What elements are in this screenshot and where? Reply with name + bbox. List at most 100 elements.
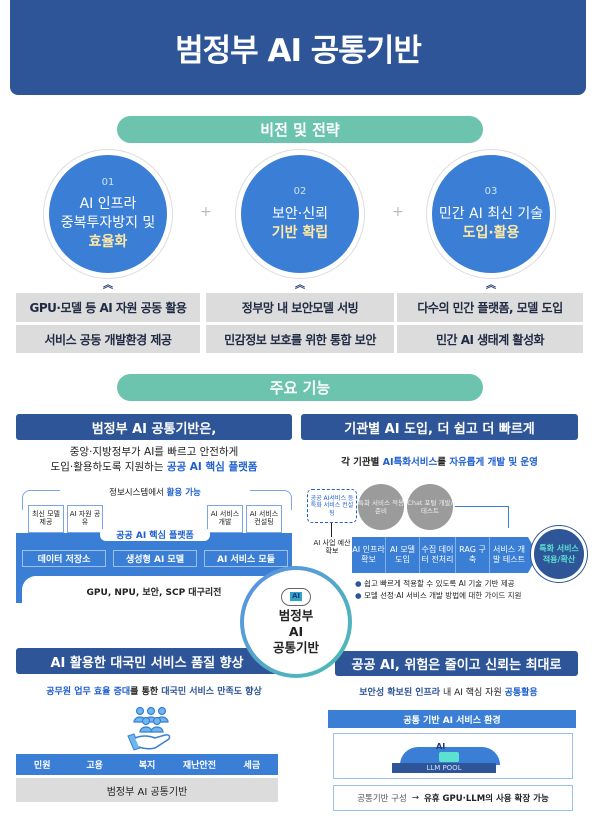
pillar-line: AI 인프라 — [79, 196, 137, 213]
category: 민원 — [33, 761, 51, 771]
hand-people-icon — [127, 706, 171, 751]
result-circle: 특화 서비스 적용/확산 — [531, 526, 587, 582]
desc-text: 를 — [437, 457, 450, 468]
platform-label: 공공 AI 핵심 플랫폼 — [100, 528, 210, 541]
desc-highlight: 대국민 서비스 만족도 향상 — [161, 687, 262, 697]
pillar-number: 01 — [101, 176, 115, 188]
desc-highlight: 보안성 확보된 인프라 — [359, 688, 441, 698]
check-icon: ● — [355, 579, 362, 588]
section-desc: 중앙·지방정부가 AI를 빠르고 안전하게 도입·활용하도록 지원하는 공공 A… — [16, 444, 292, 474]
desc-highlight: 공공 AI 핵심 플랫폼 — [166, 461, 258, 473]
step: AI 인프라 확보 — [352, 537, 386, 573]
tab-box: 최신 모델 제공 — [28, 505, 64, 533]
infra-label: GPU, NPU, 보안, SCP 대구리전 — [22, 576, 286, 606]
note-box: 공통기반 구성 → 유휴 GPU·LLM의 사용 확장 가능 — [333, 785, 573, 811]
desc-line: 중앙·지방정부가 AI를 빠르고 안전하게 — [69, 446, 239, 458]
note-text: 공통기반 구성 — [357, 794, 407, 804]
desc-line: 도입·활용하도록 지원하는 공공 AI 핵심 플랫폼 — [16, 459, 292, 474]
category: 복지 — [138, 761, 156, 771]
pillar-number: 02 — [293, 186, 307, 198]
budget-label: AI 사업 예산 확보 — [313, 539, 351, 556]
prep-circle: 특화 서비스 적용 준비 — [358, 484, 404, 530]
bullet-list: ● 쉽고 빠르게 적용할 수 있도록 AI 기술 기반 제공 ● 모델 선정·A… — [355, 578, 521, 602]
pillar-item: 다수의 민간 플랫폼, 모델 도입 — [397, 293, 583, 322]
section-title: 범정부 AI 공통기반은, — [16, 414, 292, 440]
step: AI 모델 도입 — [386, 537, 420, 573]
module-box: AI 서비스 모듈 — [204, 550, 288, 567]
vision-label: 비전 및 전략 — [117, 116, 483, 143]
chat-portal-circle: Chat 포털 개발/테스트 — [407, 484, 453, 530]
arrow-down-icon — [331, 523, 332, 537]
llm-pool-box — [333, 733, 573, 779]
pillar-line: 중복투자방지 및 — [60, 215, 156, 232]
desc-highlight: 공통활용 — [504, 688, 538, 698]
module-box: 데이터 저장소 — [22, 550, 106, 567]
category: 재난안전 — [182, 761, 216, 771]
pillar-line: 민간 AI 최신 기술 — [438, 205, 544, 222]
category: 고용 — [86, 761, 103, 771]
tab-box: AI 서비스 컨설팅 — [246, 505, 282, 533]
pillar-item: 민감정보 보호를 위한 통합 보안 — [206, 325, 394, 353]
chevron-up-icon: ︽ — [486, 280, 496, 291]
connector-arrow — [455, 506, 509, 528]
ai-chip: AI — [289, 592, 303, 602]
note-highlight: 유휴 GPU·LLM의 사용 확장 가능 — [423, 794, 549, 804]
llm-pool-label: LLM POOL — [392, 763, 496, 773]
consult-box: 공공 AI서비스 등 특화 서비스 컨설팅 — [307, 489, 357, 523]
bullet-text: 쉽고 빠르게 적용할 수 있도록 AI 기술 기반 제공 — [363, 579, 515, 588]
pillar-line: 보안·신뢰 — [272, 205, 328, 222]
pillar-item: 정부망 내 보안모델 서빙 — [206, 293, 394, 322]
plus-icon: + — [392, 204, 404, 220]
cloud-icon: AI — [281, 587, 311, 606]
pillar-item: 서비스 공동 개발환경 제공 — [16, 325, 200, 353]
plus-icon: + — [200, 204, 212, 220]
desc-text: 내 AI 핵심 자원 — [440, 688, 505, 698]
pillar-highlight: 효율화 — [88, 234, 128, 251]
desc-highlight: AI특화서비스 — [382, 457, 438, 468]
desc-text: 도입·활용하도록 지원하는 — [50, 461, 167, 473]
category: 세금 — [243, 761, 261, 771]
section-title: 공공 AI, 위험은 줄이고 신뢰는 최대로 — [335, 651, 578, 676]
desc-text: 각 기관별 — [341, 457, 383, 468]
center-badge: AI 범정부 AI 공통기반 — [240, 566, 352, 678]
usage-label: 정보시스템에서 활용 가능 — [60, 486, 250, 498]
pillar-circle-2: 02 보안·신뢰 기반 확립 — [236, 150, 364, 278]
pillar-item: GPU·모델 등 AI 자원 공동 활용 — [16, 293, 200, 322]
center-text: AI — [288, 623, 304, 639]
module-box: 생성형 AI 모델 — [113, 550, 197, 567]
step: 서비스 개발 테스트 — [490, 537, 528, 573]
pillar-number: 03 — [484, 186, 498, 198]
section-title: AI 활용한 대국민 서비스 품질 향상 — [16, 648, 278, 674]
pillar-highlight: 기반 확립 — [271, 224, 329, 241]
ai-chip: AI — [436, 742, 446, 751]
tab-box: AI 자원 공유 — [67, 505, 103, 533]
bullet-item: ● 쉽고 빠르게 적용할 수 있도록 AI 기술 기반 제공 — [355, 578, 521, 590]
usage-highlight: 활용 가능 — [166, 488, 201, 498]
desc-highlight: 공무원 업무 효율 증대 — [46, 687, 131, 697]
pillar-item: 민간 AI 생태계 활성화 — [397, 325, 583, 353]
center-text: 범정부 — [278, 607, 314, 623]
section-title: 기관별 AI 도입, 더 쉽고 더 빠르게 — [301, 414, 578, 440]
desc-text: 를 통한 — [130, 687, 162, 697]
chevron-up-icon: ︽ — [295, 280, 305, 291]
features-label: 주요 기능 — [117, 374, 483, 401]
check-icon: ● — [355, 591, 362, 600]
section-desc: 각 기관별 AI특화서비스를 자유롭게 개발 및 운영 — [301, 454, 578, 468]
category-bar: 민원 고용 복지 재난안전 세금 — [16, 754, 278, 775]
pillar-highlight: 도입·활용 — [462, 224, 520, 241]
bullet-text: 모델 선정·AI 서비스 개발 방법에 대한 가이드 지원 — [363, 591, 522, 600]
bullet-item: ● 모델 선정·AI 서비스 개발 방법에 대한 가이드 지원 — [355, 590, 521, 602]
pillar-circle-3: 03 민간 AI 최신 기술 도입·활용 — [427, 150, 555, 278]
section-desc: 공무원 업무 효율 증대를 통한 대국민 서비스 만족도 향상 — [16, 684, 292, 697]
base-bar: 범정부 AI 공통기반 — [16, 778, 278, 802]
arrow-right-icon: → — [411, 793, 419, 803]
robot-icon — [439, 752, 459, 762]
section-desc: 보안성 확보된 인프라 내 AI 핵심 자원 공통활용 — [310, 685, 587, 698]
step: 수집 데이터 전처리 — [420, 537, 456, 573]
pillar-circle-1: 01 AI 인프라 중복투자방지 및 효율화 — [44, 150, 172, 278]
env-bar: 공통 기반 AI 서비스 환경 — [328, 710, 576, 728]
desc-highlight: 자유롭게 개발 및 운영 — [449, 457, 538, 468]
usage-text: 정보시스템에서 — [109, 488, 167, 498]
chevron-up-icon: ︽ — [103, 280, 113, 291]
page-title: 범정부 AI 공통기반 — [10, 0, 586, 95]
